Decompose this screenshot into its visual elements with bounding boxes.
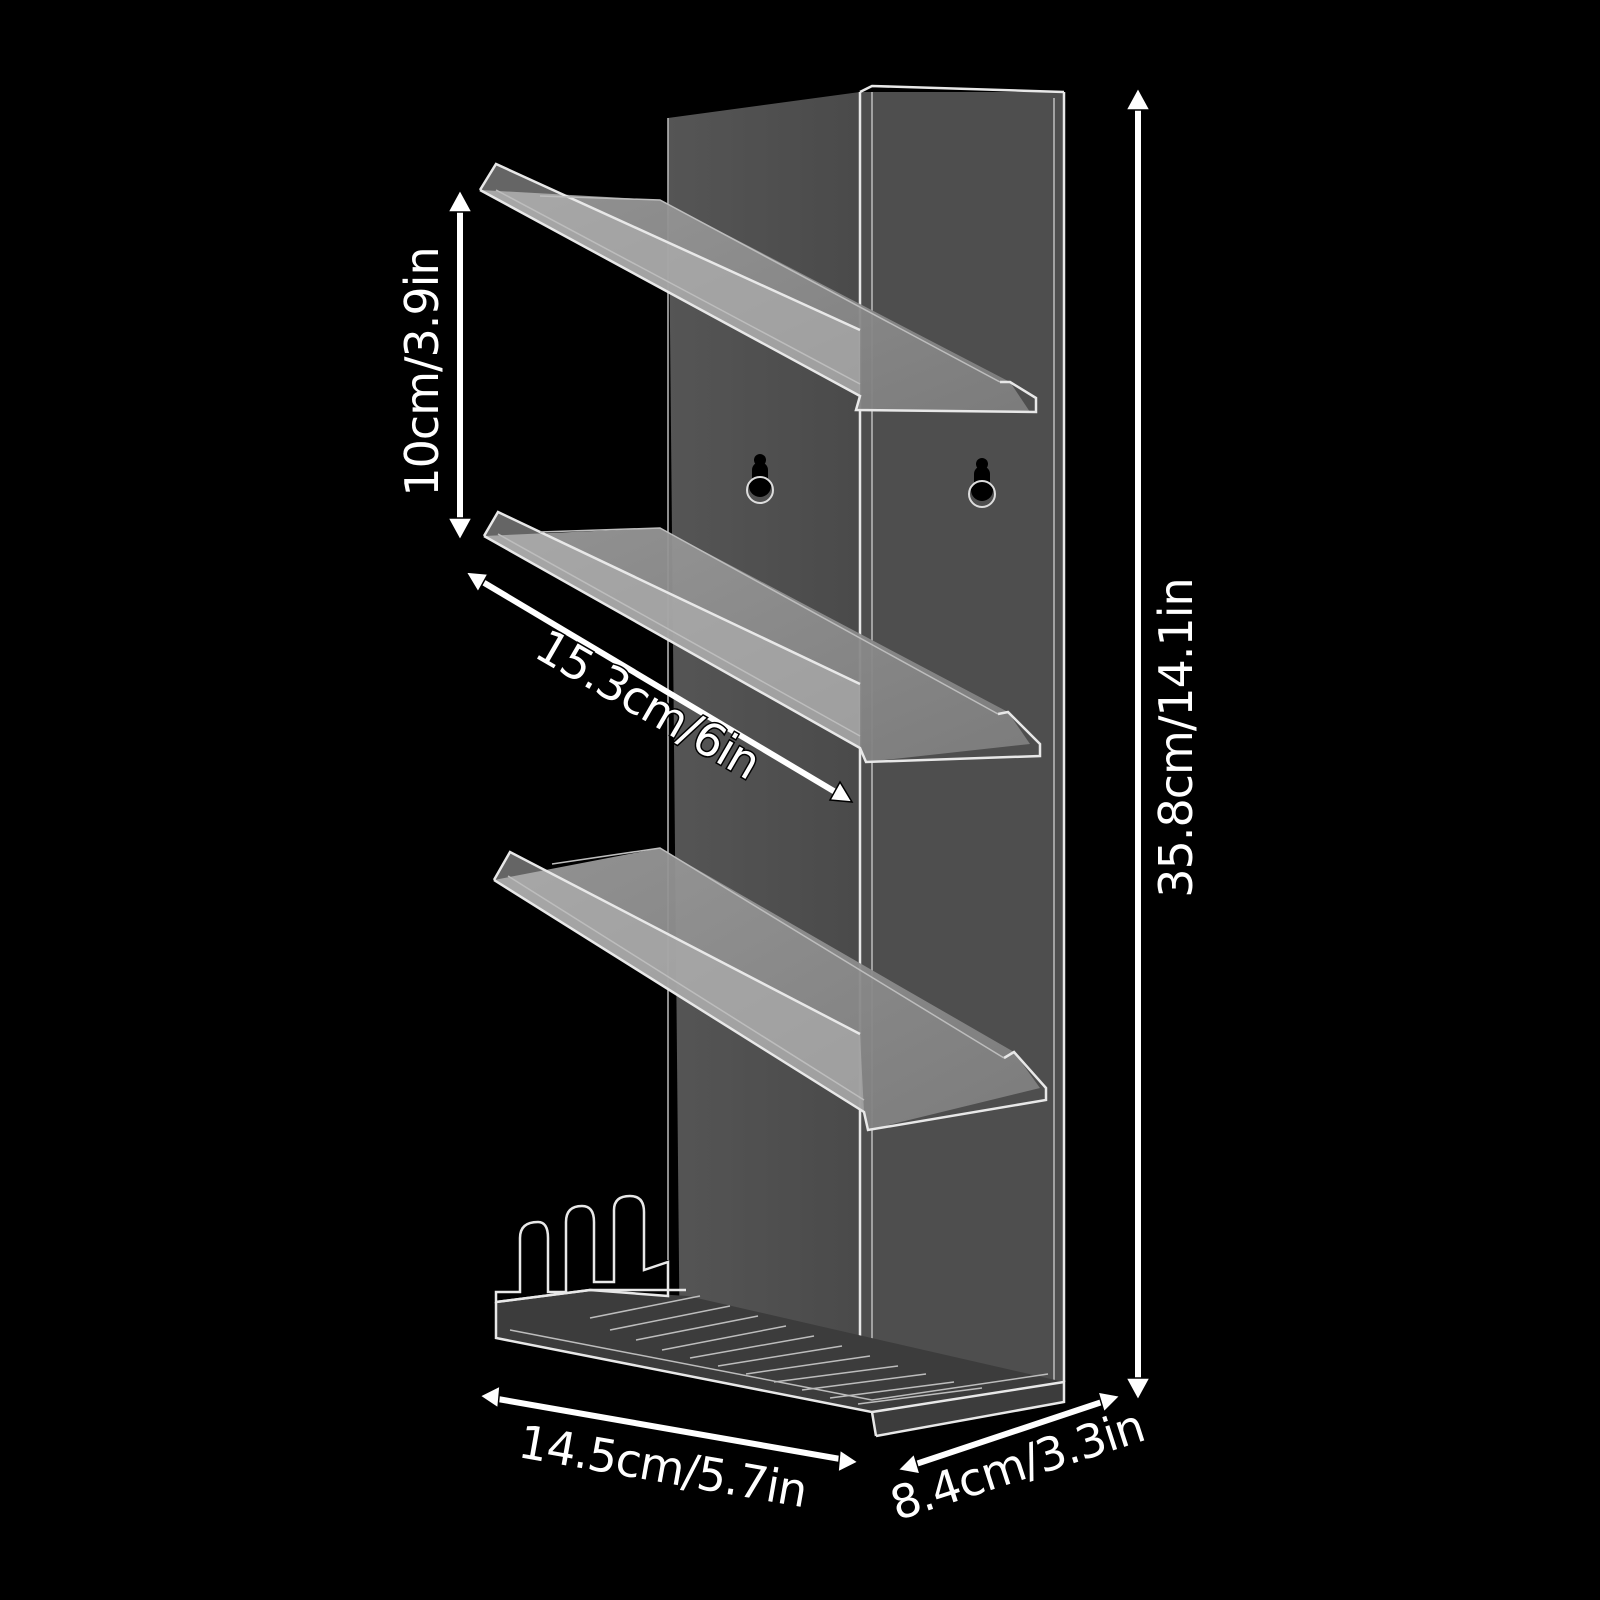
label-total-height: 35.8cm/14.1in <box>1149 578 1203 897</box>
shelf-bottom <box>492 847 1048 1132</box>
dim-arrow-shelf-spacing <box>446 188 474 542</box>
keyhole-slot-right <box>968 458 996 508</box>
dim-arrow-base-depth <box>896 1391 1122 1475</box>
shelf-top <box>478 162 1038 414</box>
dim-arrow-base-width <box>478 1384 860 1474</box>
comb-holder <box>494 1194 670 1304</box>
dim-arrow-shelf-depth <box>464 571 854 803</box>
shelf-middle <box>482 510 1042 764</box>
label-shelf-spacing: 10cm/3.9in <box>395 247 449 496</box>
base-drain-slots <box>589 1295 983 1405</box>
keyhole-slot-left <box>746 454 774 504</box>
dim-arrow-total-height <box>1124 86 1152 1402</box>
